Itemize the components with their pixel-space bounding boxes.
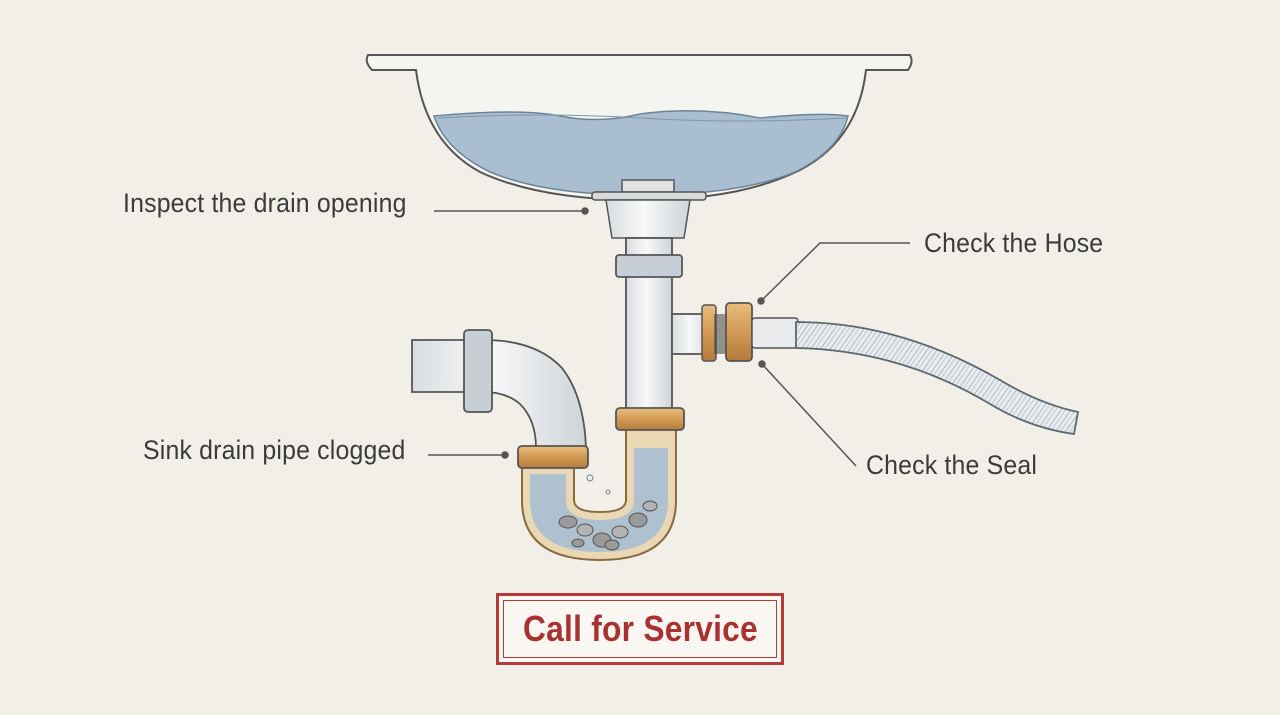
p-trap: [517, 407, 685, 562]
label-drain-clogged: Sink drain pipe clogged: [143, 435, 406, 465]
call-for-service-button[interactable]: Call for Service: [496, 593, 784, 665]
wall-pipe-elbow: [411, 329, 587, 449]
tailpiece-nut: [615, 254, 683, 278]
label-inspect-drain-opening: Inspect the drain opening: [123, 188, 407, 218]
debris-icon: [558, 500, 658, 551]
drain-flange: [591, 179, 707, 239]
call-for-service-label: Call for Service: [522, 608, 758, 649]
sink-basin: [365, 54, 913, 202]
tee-branch: [671, 302, 799, 362]
label-check-seal: Check the Seal: [866, 450, 1038, 480]
leader-lines: [428, 207, 910, 467]
braided-hose: [795, 321, 1080, 436]
label-check-hose: Check the Hose: [924, 228, 1104, 258]
